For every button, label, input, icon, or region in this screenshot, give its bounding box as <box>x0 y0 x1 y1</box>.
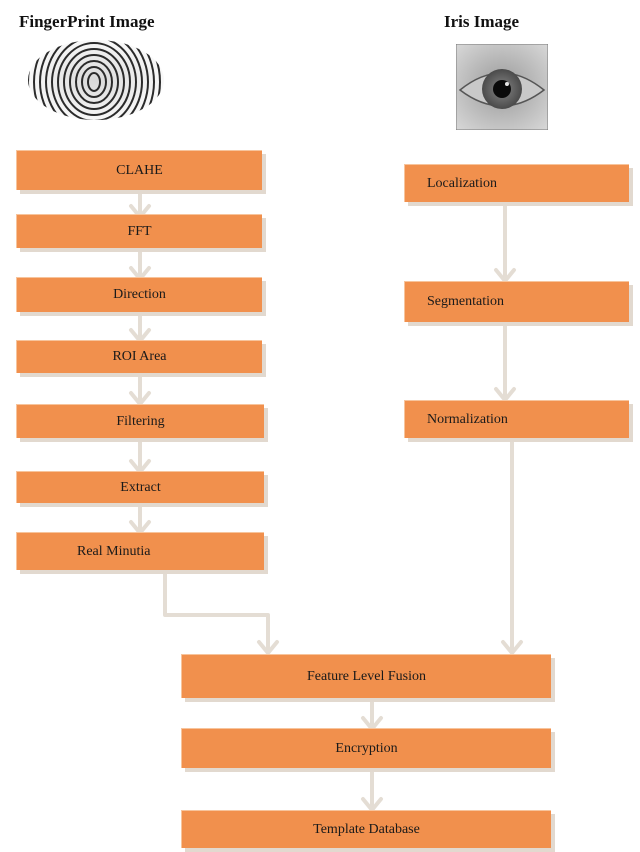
arrowhead-fusion-right <box>501 640 523 657</box>
step-clahe: CLAHE <box>16 150 262 190</box>
step-localization: Localization <box>404 164 629 202</box>
step-label: Localization <box>427 175 497 191</box>
step-direction: Direction <box>16 277 262 312</box>
step-label: Direction <box>113 287 166 302</box>
step-label: Normalization <box>427 411 508 427</box>
fingerprint-heading: FingerPrint Image <box>19 12 155 31</box>
step-label: Extract <box>120 479 161 495</box>
iris-heading: Iris Image <box>444 12 520 31</box>
step-label: FFT <box>127 223 152 239</box>
step-label: CLAHE <box>116 162 163 178</box>
step-label: Feature Level Fusion <box>307 668 426 684</box>
step-template-database: Template Database <box>181 810 551 848</box>
step-label: Template Database <box>313 821 420 837</box>
step-label: Segmentation <box>427 294 504 309</box>
step-extract: Extract <box>16 471 264 503</box>
fingerprint-image <box>28 40 164 120</box>
step-encryption: Encryption <box>181 728 551 768</box>
connector-minutia-fusion <box>163 572 270 652</box>
step-feature-level-fusion: Feature Level Fusion <box>181 654 551 698</box>
arrowhead-fusion-left <box>257 640 279 657</box>
step-label: Encryption <box>335 740 398 756</box>
step-real-minutia: Real Minutia <box>16 532 264 570</box>
step-fft: FFT <box>16 214 262 248</box>
step-label: Real Minutia <box>77 543 151 559</box>
step-filtering: Filtering <box>16 404 264 438</box>
step-roi-area: ROI Area <box>16 340 262 373</box>
step-label: ROI Area <box>112 349 167 364</box>
step-segmentation: Segmentation <box>404 281 629 322</box>
step-normalization: Normalization <box>404 400 629 438</box>
iris-image <box>456 44 548 130</box>
step-label: Filtering <box>116 413 165 429</box>
